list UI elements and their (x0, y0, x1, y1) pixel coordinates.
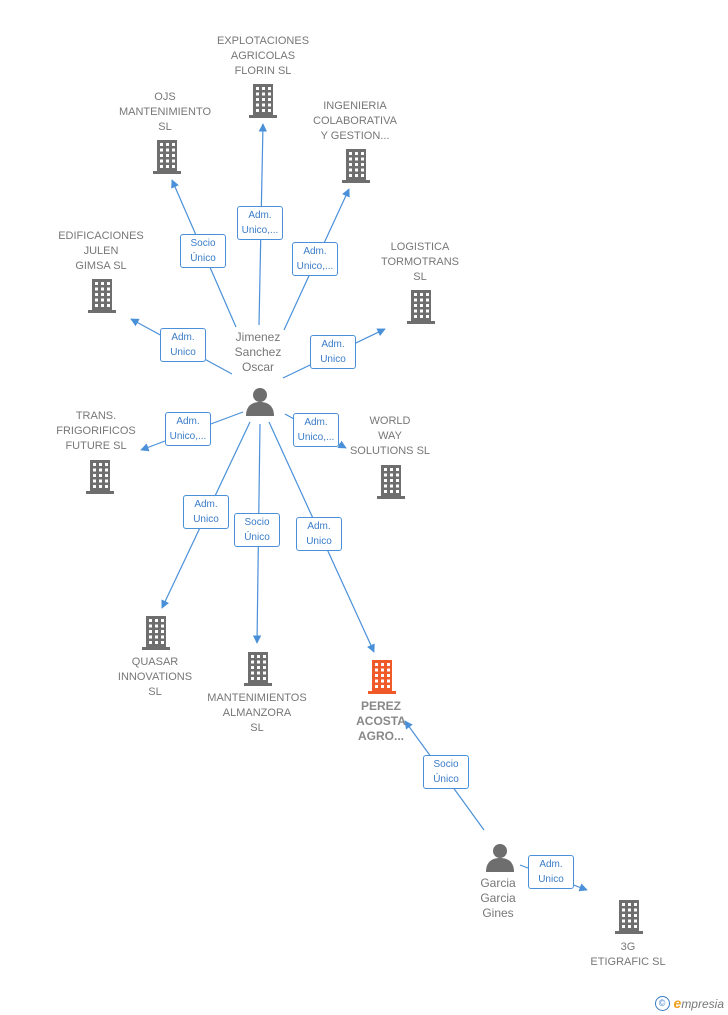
building-icon[interactable] (342, 149, 370, 188)
company-label-quasar[interactable]: QUASAR INNOVATIONS SL (117, 656, 193, 698)
company-label-edificaciones[interactable]: EDIFICACIONES JULEN GIMSA SL (58, 230, 144, 272)
company-label-trans[interactable]: TRANS. FRIGORIFICOS FUTURE SL (56, 410, 136, 452)
edge-label-jimenez-perez[interactable]: Adm. Unico (296, 517, 342, 551)
building-icon[interactable] (244, 652, 272, 691)
copyright-icon: © (654, 995, 670, 1011)
edge-label-jimenez-mantenimientos[interactable]: Socio Único (234, 513, 280, 547)
building-icon[interactable] (88, 279, 116, 318)
company-label-ingenieria[interactable]: INGENIERIA COLABORATIVA Y GESTION... (313, 100, 397, 142)
building-icon[interactable] (377, 465, 405, 504)
person-icon[interactable] (245, 386, 275, 421)
company-label-perez[interactable]: PEREZ ACOSTA AGRO... (356, 699, 406, 743)
company-label-logistica[interactable]: LOGISTICA TORMOTRANS SL (380, 241, 460, 283)
company-label-world[interactable]: WORLD WAY SOLUTIONS SL (349, 415, 431, 457)
building-icon[interactable] (86, 460, 114, 499)
edge-label-jimenez-ojs[interactable]: Socio Único (180, 234, 226, 268)
company-label-explotaciones[interactable]: EXPLOTACIONES AGRICOLAS FLORIN SL (216, 35, 310, 77)
brand-logo[interactable]: empresia (673, 995, 724, 1011)
person-label-garcia[interactable]: Garcia Garcia Gines (480, 876, 516, 920)
building-icon[interactable] (153, 140, 181, 179)
company-label-etigrafic[interactable]: 3G ETIGRAFIC SL (590, 941, 666, 968)
building-icon[interactable] (249, 84, 277, 123)
edge-label-jimenez-explotaciones[interactable]: Adm. Unico,... (237, 206, 283, 240)
person-icon[interactable] (485, 842, 515, 877)
edge-label-jimenez-quasar[interactable]: Adm. Unico (183, 495, 229, 529)
building-icon[interactable] (615, 900, 643, 939)
edge-label-garcia-etigrafic[interactable]: Adm. Unico (528, 855, 574, 889)
company-label-ojs[interactable]: OJS MANTENIMIENTO SL (118, 91, 212, 133)
footer: © empresia (654, 995, 724, 1011)
edge-label-jimenez-world[interactable]: Adm. Unico,... (293, 413, 339, 447)
edge-label-jimenez-trans[interactable]: Adm. Unico,... (165, 412, 211, 446)
edge-label-garcia-perez[interactable]: Socio Único (423, 755, 469, 789)
edge-label-jimenez-ingenieria[interactable]: Adm. Unico,... (292, 242, 338, 276)
edge-label-jimenez-logistica[interactable]: Adm. Unico (310, 335, 356, 369)
person-label-jimenez[interactable]: Jimenez Sanchez Oscar (234, 330, 282, 374)
building-icon[interactable] (407, 290, 435, 329)
edge-label-jimenez-edificaciones[interactable]: Adm. Unico (160, 328, 206, 362)
building-icon[interactable] (368, 660, 396, 699)
company-label-mantenimientos[interactable]: MANTENIMIENTOS ALMANZORA SL (207, 692, 307, 734)
building-icon[interactable] (142, 616, 170, 655)
